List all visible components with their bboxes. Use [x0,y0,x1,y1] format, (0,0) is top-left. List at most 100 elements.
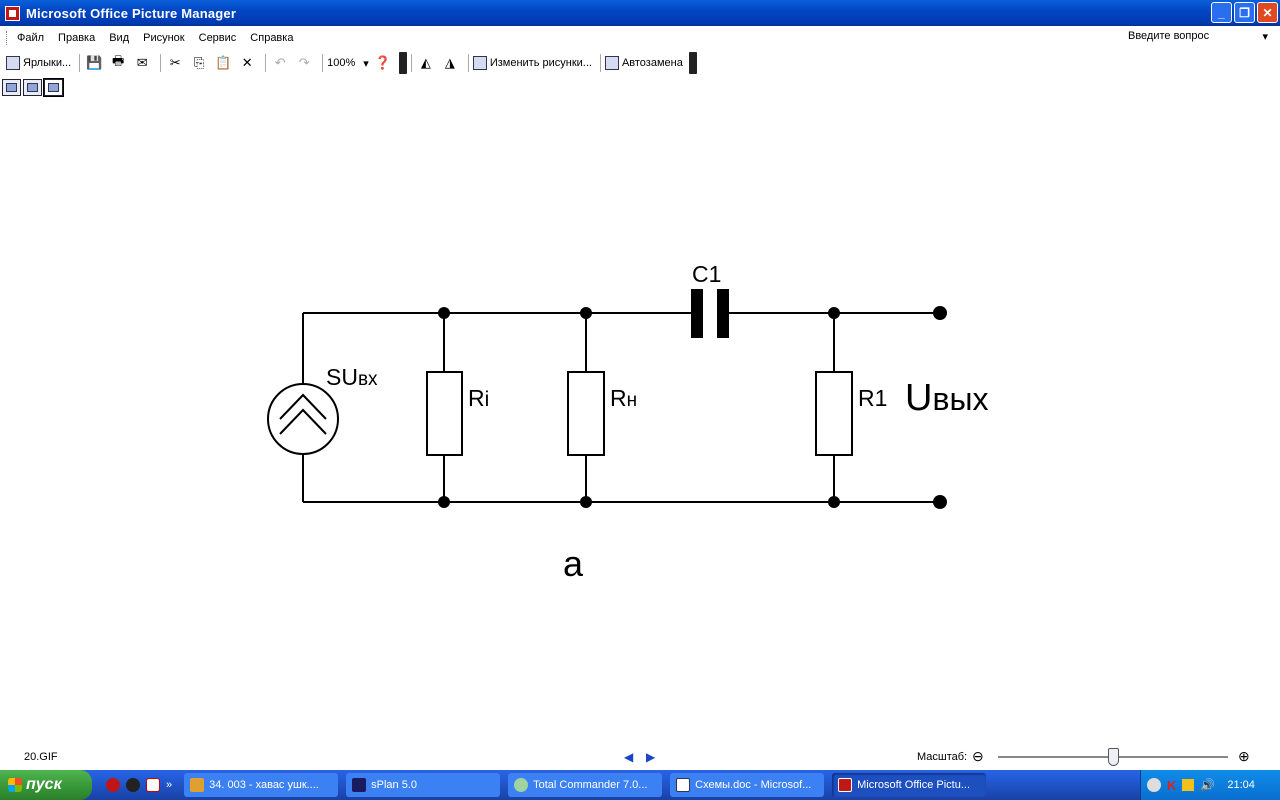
clock[interactable]: 21:04 [1227,779,1255,791]
picture-manager-icon[interactable] [5,5,20,21]
send-mail-button[interactable]: ✉ [132,53,152,73]
zoom-dropdown[interactable]: 100% ▾ [327,53,369,73]
volume-icon[interactable]: 🔊 [1200,778,1216,792]
taskbar-item-word-doc[interactable]: 34. 003 - хавас ушк.... [184,773,339,797]
rotate-left-icon: ◭ [420,55,431,70]
paste-button[interactable]: 📋 [213,53,233,73]
single-picture-view-button[interactable] [43,78,64,97]
chevron-down-icon[interactable]: ▾ [1262,31,1268,43]
redo-button[interactable]: ↷ [294,53,314,73]
r1-label: R1 [858,385,887,411]
figure-label: a [563,543,584,584]
toolbar-separator [467,54,469,72]
resistor-ri [426,371,463,456]
help-icon: ❓ [374,55,391,70]
toolbar-separator [160,54,162,72]
rn-label: Rн [610,385,637,411]
taskbar-item-splan[interactable]: sPlan 5.0 [346,773,501,797]
filmstrip-view-icon [27,83,38,92]
start-label: пуск [26,776,62,793]
security-icon[interactable] [1182,779,1195,791]
capacitor-c1 [691,289,729,338]
ask-question-box[interactable]: Введите вопрос ▾ [1128,30,1268,43]
zoom-value: 100% [327,57,356,69]
taskbar-item-picture-manager[interactable]: Microsoft Office Pictu... [832,773,987,797]
task-label: Microsoft Office Pictu... [857,779,971,791]
zoom-out-icon[interactable]: ⊖ [972,748,984,764]
taskbar-item-total-commander[interactable]: Total Commander 7.0... [508,773,663,797]
edit-pictures-label: Изменить рисунки... [489,57,592,69]
save-icon: 💾 [86,55,103,70]
zoom-in-icon[interactable]: ⊕ [1238,748,1250,764]
chevron-down-icon: ▾ [363,57,369,70]
previous-picture-button[interactable]: ◀ [624,750,634,764]
toolbar-separator [79,54,81,72]
source-label: SUвх [326,364,378,390]
task-label: Схемы.doc - Microsof... [695,779,812,791]
help-button[interactable]: ❓ [373,53,393,73]
close-button[interactable]: ✕ [1257,2,1278,23]
undo-button[interactable]: ↶ [270,53,290,73]
copy-button[interactable]: ⎘ [189,53,209,73]
edit-pictures-button[interactable]: Изменить рисунки... [472,53,592,73]
status-bar: 20.GIF ◀ ▶ Масштаб: ⊖ ⊕ [0,745,1280,769]
rotate-left-button[interactable]: ◭ [416,53,436,73]
shortcuts-button[interactable]: Ярлыки... [6,53,71,73]
undo-icon: ↶ [274,55,286,70]
thumbnail-view-icon [6,83,17,92]
quick-launch: » [106,778,172,792]
toolbar-options-handle[interactable] [688,52,697,74]
view-mode-bar [2,78,64,97]
minimize-button[interactable]: _ [1211,2,1232,23]
ask-question-placeholder: Введите вопрос [1128,30,1210,42]
restore-button[interactable]: ❐ [1234,2,1255,23]
calendar-icon[interactable] [146,778,160,792]
menu-grip[interactable] [6,31,9,45]
thumbnail-view-button[interactable] [2,79,21,96]
delete-button[interactable]: ✕ [237,53,257,73]
redo-icon: ↷ [298,55,310,70]
menu-picture[interactable]: Рисунок [143,32,185,44]
zoom-slider-thumb[interactable] [1107,748,1119,766]
cut-button[interactable]: ✂ [165,53,185,73]
toolbar-separator [265,54,267,72]
start-button[interactable]: пуск [0,770,92,800]
menu-help[interactable]: Справка [250,32,294,44]
filmstrip-view-button[interactable] [23,79,42,96]
print-button[interactable]: 🖶 [108,53,128,73]
resistor-rn [567,371,605,456]
menu-view[interactable]: Вид [109,32,130,44]
menu-tools[interactable]: Сервис [198,32,237,44]
next-picture-button[interactable]: ▶ [646,750,656,764]
task-label: 34. 003 - хавас ушк.... [209,779,319,791]
media-player-icon[interactable] [126,778,140,792]
rotate-right-button[interactable]: ◮ [440,53,460,73]
mail-icon: ✉ [136,55,148,70]
antivirus-icon[interactable]: K [1167,777,1177,793]
autocorrect-button[interactable]: Автозамена [604,53,683,73]
opera-icon[interactable] [106,778,120,792]
task-label: sPlan 5.0 [371,779,417,791]
taskbar-item-schemes-doc[interactable]: Схемы.doc - Microsof... [670,773,825,797]
copy-icon: ⎘ [193,55,205,70]
menu-file[interactable]: Файл [17,32,45,44]
menu-bar: Файл Правка Вид Рисунок Сервис Справка В… [0,26,1280,50]
save-button[interactable]: 💾 [84,53,104,73]
rotate-right-icon: ◮ [444,55,455,70]
quick-launch-expand-icon[interactable]: » [166,779,173,791]
toolbar-separator [322,54,324,72]
picture-manager-icon [838,778,853,792]
word-icon [676,778,691,792]
picture-canvas: SUвх Ri Rн C1 R1 Uвых a [267,261,988,584]
menu-edit[interactable]: Правка [58,32,96,44]
paste-icon: 📋 [215,55,232,70]
archive-icon [190,778,205,792]
toolbar-separator [410,54,412,72]
toolbar-options-handle[interactable] [398,52,407,74]
windows-logo-icon [8,778,22,792]
window-title: Microsoft Office Picture Manager [26,5,237,21]
shortcuts-icon [6,56,20,70]
zoom-label: Масштаб: [917,751,968,763]
network-icon[interactable] [1147,778,1161,792]
autocorrect-icon [604,56,619,70]
